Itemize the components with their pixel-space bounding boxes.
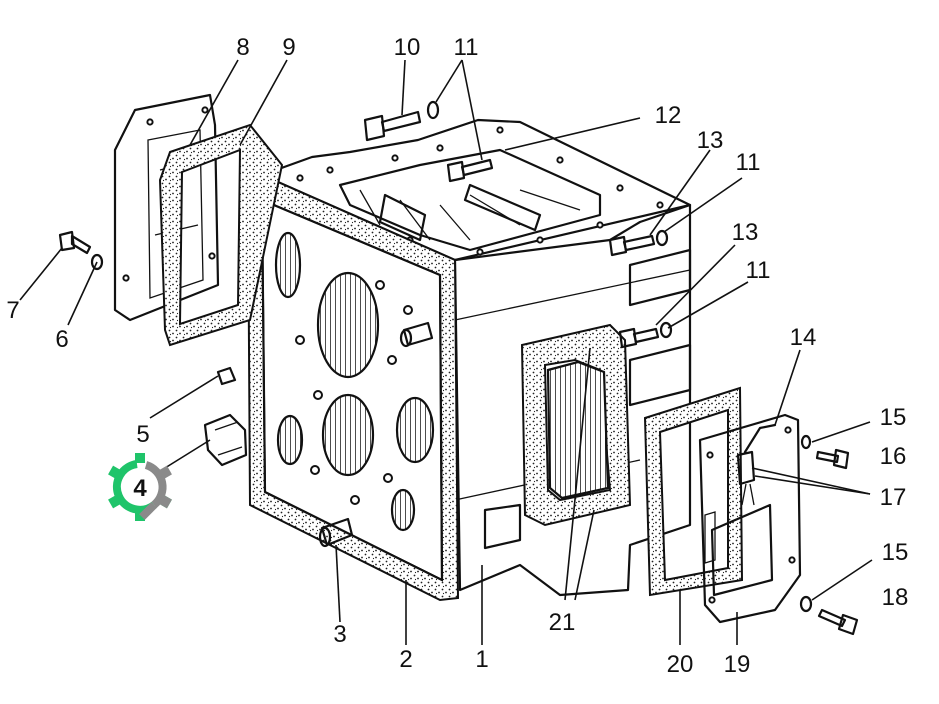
callout-8: 8 (236, 34, 249, 61)
top-cover-gasket (158, 123, 284, 347)
callout-9: 9 (282, 34, 295, 61)
callout-10: 10 (394, 34, 421, 61)
callout-labels: 1 2 3 5 6 7 8 9 10 11 11 11 12 13 13 14 … (6, 34, 908, 678)
callout-5: 5 (136, 421, 149, 448)
bolt-right-18 (817, 608, 859, 636)
callout-16: 16 (880, 443, 907, 470)
callout-13a: 13 (697, 127, 724, 154)
callout-19: 19 (724, 651, 751, 678)
bolt-right-16 (815, 448, 850, 470)
dowel-pin (318, 517, 354, 548)
washer-right-upper (800, 434, 812, 450)
callout-3: 3 (333, 621, 346, 648)
gear-marker[interactable]: 4 (108, 453, 172, 521)
callout-17: 17 (880, 484, 907, 511)
washer-top (426, 100, 440, 120)
callout-15a: 15 (880, 404, 907, 431)
front-face (260, 198, 444, 582)
callout-7: 7 (6, 297, 19, 324)
callout-13b: 13 (732, 219, 759, 246)
callout-1: 1 (475, 646, 488, 673)
callout-6: 6 (55, 326, 68, 353)
callout-12: 12 (655, 102, 682, 129)
callout-11b: 11 (736, 149, 761, 176)
bolt-top (363, 110, 422, 142)
washer-right-lower (799, 595, 813, 613)
bolt-top-small (446, 158, 494, 183)
bolt-right-lower (618, 321, 673, 349)
callout-14: 14 (790, 324, 817, 351)
callout-11c: 11 (746, 257, 771, 284)
callout-2: 2 (399, 646, 412, 673)
side-cover (698, 413, 802, 624)
gear-icon (108, 453, 172, 521)
bolt-left (58, 230, 92, 255)
gearbox-housing (260, 118, 692, 597)
callout-11a: 11 (454, 34, 479, 61)
callout-20: 20 (667, 651, 694, 678)
bolt-right-upper (608, 229, 669, 257)
leader-lines (19, 59, 873, 645)
callout-18: 18 (882, 584, 909, 611)
callout-4: 4 (133, 475, 147, 502)
callout-21: 21 (549, 609, 576, 636)
washer-left (90, 253, 104, 271)
side-cover-gasket (643, 386, 744, 597)
small-plug (216, 366, 237, 386)
drain-plug (203, 413, 248, 467)
callout-15b: 15 (882, 539, 909, 566)
